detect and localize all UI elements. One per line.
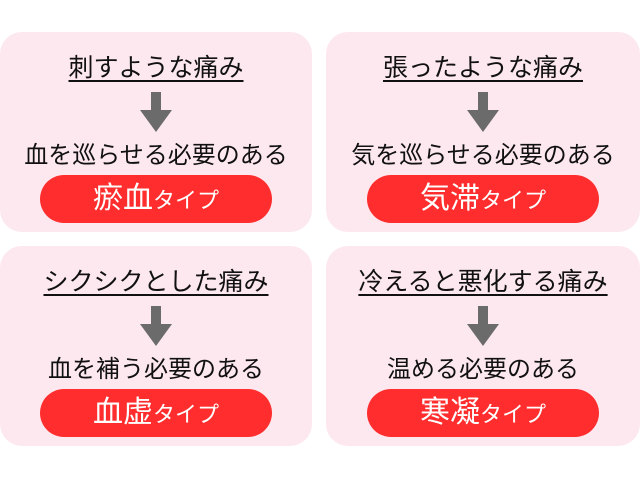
card-cold-worsened-pain: 冷えると悪化する痛み 温める必要のある 寒凝タイプ: [326, 246, 640, 446]
type-suffix: タイプ: [479, 189, 546, 214]
down-arrow-icon: [140, 92, 172, 132]
type-name: 気滞: [419, 181, 480, 216]
symptom-title: 張ったような痛み: [382, 53, 583, 82]
type-name: 瘀血: [92, 181, 153, 216]
card-stabbing-pain: 刺すような痛み 血を巡らせる必要のある 瘀血タイプ: [0, 32, 312, 232]
type-name: 血虚: [92, 395, 153, 430]
down-arrow-icon: [467, 306, 499, 346]
symptom-title: 冷えると悪化する痛み: [358, 267, 608, 296]
treatment-need: 温める必要のある: [387, 355, 579, 383]
symptom-title: シクシクとした痛み: [43, 267, 269, 296]
type-suffix: タイプ: [152, 189, 219, 214]
down-arrow-icon: [140, 306, 172, 346]
treatment-need: 気を巡らせる必要のある: [351, 141, 615, 169]
type-suffix: タイプ: [152, 403, 219, 428]
type-badge: 血虚タイプ: [40, 389, 272, 437]
card-distending-pain: 張ったような痛み 気を巡らせる必要のある 気滞タイプ: [326, 32, 640, 232]
symptom-title: 刺すような痛み: [68, 53, 244, 82]
card-dull-pain: シクシクとした痛み 血を補う必要のある 血虚タイプ: [0, 246, 312, 446]
type-badge: 気滞タイプ: [367, 175, 599, 223]
type-name: 寒凝: [419, 395, 480, 430]
type-suffix: タイプ: [479, 403, 546, 428]
down-arrow-icon: [467, 92, 499, 132]
treatment-need: 血を巡らせる必要のある: [24, 141, 288, 169]
type-badge: 寒凝タイプ: [367, 389, 599, 437]
type-badge: 瘀血タイプ: [40, 175, 272, 223]
treatment-need: 血を補う必要のある: [48, 355, 264, 383]
